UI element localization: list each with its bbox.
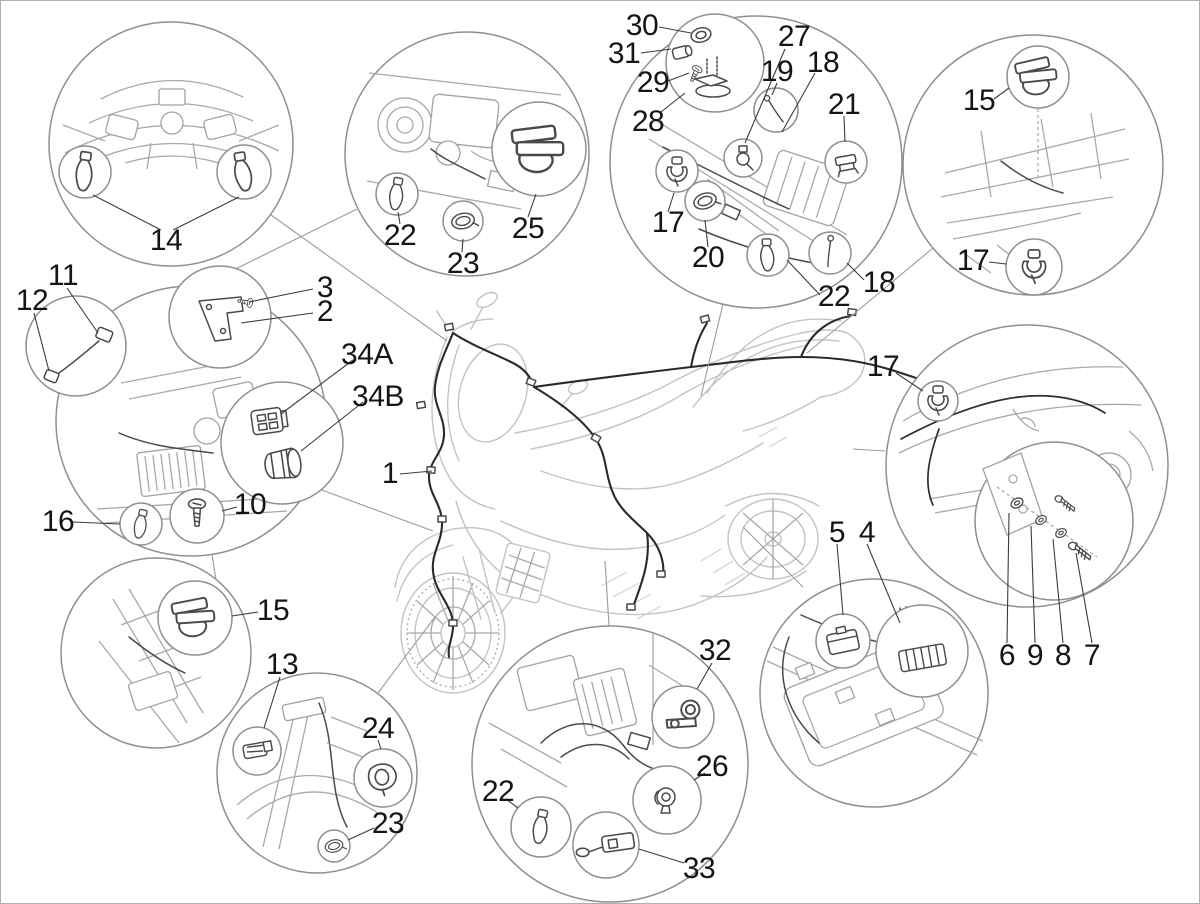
callout-engine-bay [471, 625, 749, 903]
callout-front-fork [216, 672, 418, 874]
part-label-33: 33 [682, 852, 716, 885]
part-label-20: 20 [691, 241, 725, 274]
part-label-24: 24 [361, 712, 395, 745]
callout-legshield-regulator [25, 265, 344, 557]
callout-rear-frame-bracket [885, 324, 1169, 608]
part-label-6: 6 [998, 639, 1016, 672]
part-label-17-mid: 17 [651, 206, 685, 239]
callout-battery-box [759, 578, 989, 808]
part-label-17-topright: 17 [956, 244, 990, 277]
callout-front-frame-clip [60, 557, 252, 749]
part-label-5: 5 [828, 516, 846, 549]
part-label-16: 16 [41, 505, 75, 538]
part-label-23-bottom: 23 [371, 807, 405, 840]
part-label-11: 11 [47, 259, 79, 292]
part-label-31: 31 [607, 37, 641, 70]
part-label-14: 14 [149, 224, 183, 257]
part-label-12: 12 [15, 284, 49, 317]
part-label-34A: 34A [341, 338, 393, 371]
part-label-8: 8 [1054, 639, 1072, 672]
callout-rear-upper-frame [609, 13, 903, 309]
part-label-32: 32 [698, 634, 732, 667]
leader-lines [33, 26, 1093, 864]
part-label-18-top: 18 [806, 46, 840, 79]
part-label-21: 21 [827, 88, 861, 121]
part-label-27: 27 [777, 20, 811, 53]
part-label-1: 1 [381, 457, 399, 490]
part-label-3: 3 [316, 271, 334, 304]
part-label-2: 2 [316, 295, 334, 328]
part-label-15-bottomleft: 15 [256, 594, 290, 627]
part-label-22-mid: 22 [817, 280, 851, 313]
part-label-22-front: 22 [383, 219, 417, 252]
part-label-29: 29 [636, 66, 670, 99]
callout-front-engine [344, 31, 590, 277]
part-label-9: 9 [1026, 639, 1044, 672]
part-label-23-front: 23 [446, 247, 480, 280]
callout-handlebar [48, 21, 294, 267]
part-label-25: 25 [511, 212, 545, 245]
part-label-19: 19 [760, 55, 794, 88]
part-label-22-bottomcenter: 22 [481, 775, 515, 808]
part-label-34B: 34B [352, 380, 404, 413]
callout-underseat-frame [902, 34, 1164, 296]
part-label-7: 7 [1083, 639, 1101, 672]
part-label-17-right: 17 [866, 350, 900, 383]
part-label-15-topright: 15 [962, 84, 996, 117]
part-label-13: 13 [265, 648, 299, 681]
part-label-28: 28 [631, 105, 665, 138]
part-label-4: 4 [858, 516, 876, 549]
part-label-10: 10 [233, 488, 267, 521]
part-label-18-bot: 18 [862, 266, 896, 299]
part-label-26: 26 [695, 750, 729, 783]
scooter-sketch [394, 291, 990, 694]
part-label-30: 30 [625, 9, 659, 42]
